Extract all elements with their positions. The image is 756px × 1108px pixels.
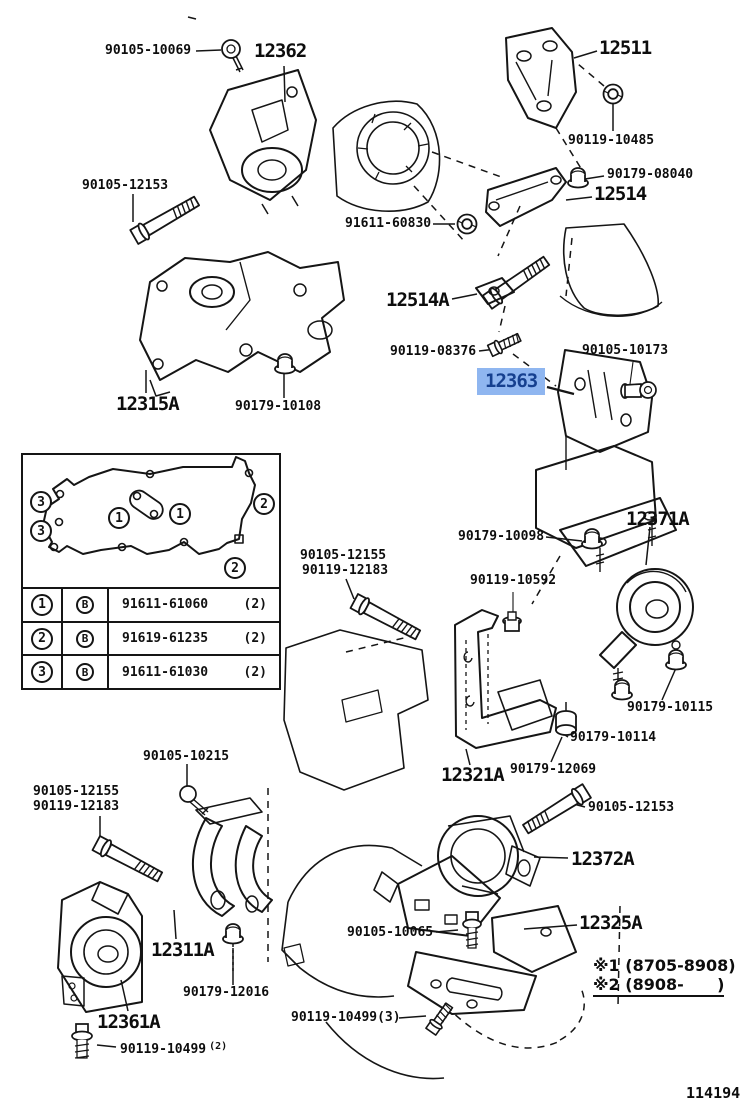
table-row: 3 B 91611-61030 (2)	[23, 656, 279, 689]
part-label-12514[interactable]: 12514	[594, 183, 647, 205]
nut-90179-08040-icon	[567, 167, 589, 189]
part-label-90179-10108[interactable]: 90179-10108	[235, 399, 322, 414]
gasket-callout-3b: 3	[30, 520, 52, 542]
table-row: 1 B 91611-61060 (2)	[23, 589, 279, 623]
assembly-dashed-lines	[232, 63, 621, 1049]
gasket-callout-2a: 2	[253, 493, 275, 515]
gasket-callout-1b: 1	[169, 503, 191, 525]
part-label-90179-12069[interactable]: 90179-12069	[510, 762, 597, 777]
nut-90119-10485-icon	[602, 83, 624, 105]
nut-90179-12016-icon	[222, 923, 244, 945]
row-class-badge: B	[76, 663, 94, 682]
row-part-number[interactable]: 91611-61030	[122, 664, 209, 680]
figure-number: 114194	[686, 1084, 741, 1102]
part-label-90105-12155-bottomleft[interactable]: 90105-12155	[33, 784, 120, 799]
row-quantity: (2)	[243, 664, 267, 680]
part-label-12371A[interactable]: 12371A	[626, 508, 690, 530]
part-12514A-sketch	[475, 277, 515, 305]
part-label-90119-10592[interactable]: 90119-10592	[470, 573, 557, 588]
gasket-part-table: 1 B 91611-61060 (2) 2 B 91619-61235 (2) 3 …	[23, 589, 279, 689]
part-12311A-sketch	[191, 797, 273, 917]
part-12514-sketch	[485, 167, 567, 227]
part-label-90105-10215[interactable]: 90105-10215	[143, 749, 230, 764]
part-label-90119-08376[interactable]: 90119-08376	[390, 344, 477, 359]
engine-outline-sketch	[187, 16, 663, 1080]
part-label-12325A[interactable]: 12325A	[579, 912, 643, 934]
table-row: 2 B 91619-61235 (2)	[23, 622, 279, 657]
nut-90179-10108-icon	[274, 353, 296, 375]
part-label-90179-10098[interactable]: 90179-10098	[458, 529, 545, 544]
note-production-period-2: ※2 (8908- )	[593, 976, 725, 997]
part-12511-sketch	[505, 27, 577, 129]
bolt-90105-10215-icon	[179, 785, 209, 816]
part-label-12315A[interactable]: 12315A	[116, 393, 180, 415]
nut-90179-10114-target-icon	[611, 679, 633, 701]
quantity-superscript: (2)	[209, 1041, 228, 1052]
part-label-12361A[interactable]: 12361A	[97, 1011, 161, 1033]
bolt-90119-08376-icon	[486, 330, 523, 358]
part-label-90179-10115[interactable]: 90179-10115	[627, 700, 714, 715]
nut-90179-10115-icon	[665, 649, 687, 671]
row-quantity: (2)	[243, 597, 267, 613]
bolt-90105-10069-icon	[221, 39, 244, 73]
bolt-90105-10065-icon	[462, 911, 482, 949]
part-label-90105-10069[interactable]: 90105-10069	[105, 43, 192, 58]
row-part-number[interactable]: 91619-61235	[122, 631, 209, 646]
gasket-callout-2b: 2	[224, 557, 246, 579]
part-label-12511[interactable]: 12511	[599, 37, 652, 59]
nut-90179-10098-icon	[581, 528, 603, 550]
bolt-90105-10173-icon	[620, 381, 657, 399]
bolt-90105-12153-right	[519, 782, 593, 838]
part-12321A-sketch	[454, 609, 557, 749]
gasket-callout-3a: 3	[30, 491, 52, 513]
part-label-90119-12183-mid[interactable]: 90119-12183	[302, 563, 389, 578]
row-quantity: (2)	[243, 631, 267, 646]
gasket-callout-1a: 1	[108, 507, 130, 529]
part-label-12514A[interactable]: 12514A	[386, 289, 450, 311]
part-label-90179-10114[interactable]: 90179-10114	[570, 730, 657, 745]
bolt-90105-12153-left	[128, 192, 203, 246]
part-label-90119-10485[interactable]: 90119-10485	[568, 133, 655, 148]
row-class-badge: B	[76, 629, 94, 648]
row-number-badge: 1	[31, 593, 53, 616]
gasket-diagram: 3 3 1 1 2 2	[23, 455, 279, 589]
part-label-90105-10065[interactable]: 90105-10065	[347, 925, 434, 940]
part-12325A-sketch	[407, 905, 577, 1015]
part-12363-sketch	[535, 349, 677, 572]
part-label-90119-12183-bottomleft[interactable]: 90119-12183	[33, 799, 120, 814]
part-label-12363-highlighted[interactable]: 12363	[477, 368, 546, 395]
note-production-period-1: ※1 (8705-8908)	[593, 956, 736, 975]
part-12372A-sketch	[373, 815, 541, 937]
part-label-91611-60830[interactable]: 91611-60830	[345, 216, 432, 231]
row-number-badge: 3	[31, 661, 53, 684]
row-class-badge: B	[76, 595, 94, 614]
part-12362-sketch	[209, 69, 317, 215]
part-label-90179-12016[interactable]: 90179-12016	[183, 985, 270, 1000]
part-12361A-sketch	[57, 881, 143, 1013]
bolt-90105-12155-bottomleft	[91, 834, 165, 886]
part-label-90179-08040[interactable]: 90179-08040	[607, 167, 694, 182]
part-label-90105-12153-left[interactable]: 90105-12153	[82, 178, 169, 193]
part-12371A-sketch	[599, 568, 694, 684]
bolt-90119-10499-2-icon	[71, 1023, 93, 1059]
part-label-90119-10499-3[interactable]: 90119-10499(3)	[291, 1010, 401, 1025]
row-number-badge: 2	[31, 627, 53, 650]
gasket-outline	[42, 456, 256, 555]
part-label-90105-12155-mid[interactable]: 90105-12155	[300, 548, 387, 563]
part-label-90105-12153-right[interactable]: 90105-12153	[588, 800, 675, 815]
part-label-90119-10499-2[interactable]: 90119-10499(2)	[120, 1040, 227, 1057]
part-label-12311A[interactable]: 12311A	[151, 939, 215, 961]
part-label-90105-10173[interactable]: 90105-10173	[582, 343, 669, 358]
part-12315A-sketch	[139, 251, 345, 397]
gasket-inset-panel: 3 3 1 1 2 2 1 B 91611-61060 (2) 2 B 91619…	[21, 453, 281, 690]
part-label-12372A[interactable]: 12372A	[571, 848, 635, 870]
bushing-90179-12069-icon	[555, 702, 577, 736]
nut-91611-60830-icon	[456, 213, 478, 235]
part-number-text: 90119-10499	[120, 1042, 207, 1057]
bolt-90119-10592-icon	[502, 611, 522, 632]
part-label-12362[interactable]: 12362	[254, 40, 307, 62]
row-part-number[interactable]: 91611-61060	[122, 597, 209, 613]
part-label-12321A[interactable]: 12321A	[441, 764, 505, 786]
